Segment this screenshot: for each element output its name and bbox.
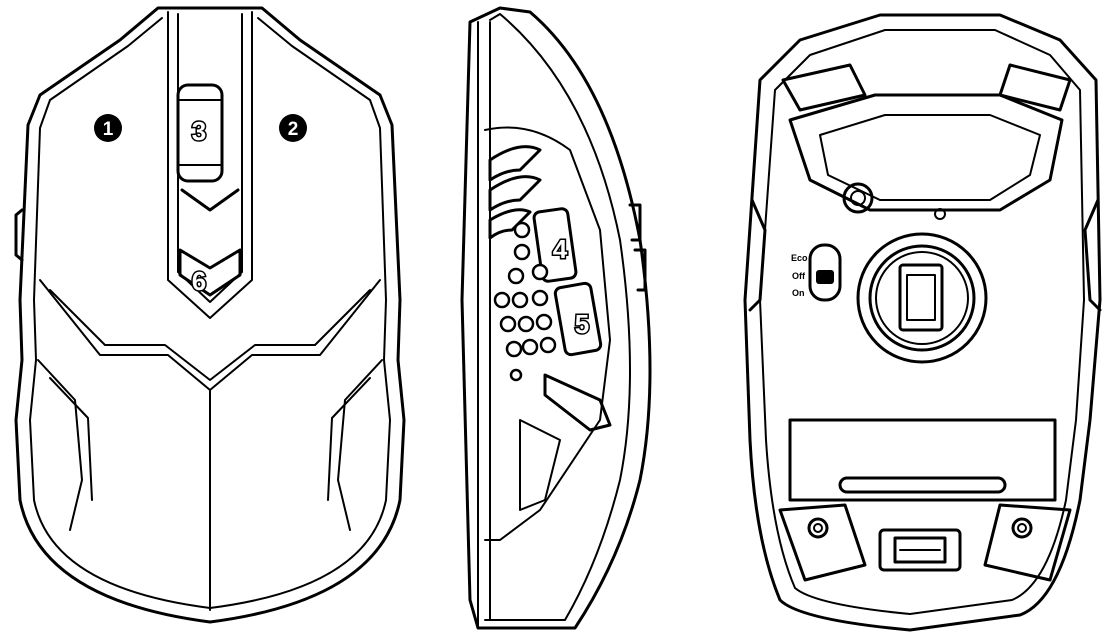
side-bump <box>628 203 642 242</box>
vent-hole <box>507 267 525 285</box>
vent-hole <box>535 313 553 331</box>
top-outline <box>14 6 406 624</box>
side-button-4 <box>532 207 578 283</box>
vent-hole <box>521 338 539 356</box>
grip-slot <box>488 208 532 240</box>
screw <box>807 517 829 539</box>
right-wing-inner <box>327 377 371 501</box>
switch-label-eco: Eco <box>791 253 808 263</box>
dongle-slot-inner <box>893 536 947 564</box>
switch-label-off: Off <box>792 271 806 281</box>
switch-label-on: On <box>792 288 805 298</box>
vent-hole <box>513 243 531 261</box>
top-view: 1 2 3 6 <box>14 6 406 624</box>
bottom-inner-outline <box>759 29 1085 615</box>
battery-bay <box>788 93 1064 212</box>
thumb-rest <box>543 373 612 432</box>
screw-hole <box>842 182 874 214</box>
chevron-upper <box>180 188 240 212</box>
sensor-ring <box>856 232 988 364</box>
center-channel <box>167 11 253 319</box>
grip-slot <box>488 145 542 182</box>
bottom-view: Eco Off On <box>743 13 1102 632</box>
sensor-ring-inner <box>868 244 976 352</box>
callout-1: 1 <box>103 119 114 140</box>
side-outline <box>460 6 652 630</box>
side-button-edge <box>14 208 24 262</box>
side-bump <box>633 248 647 292</box>
screw-inner <box>813 523 823 533</box>
sensor-lens <box>898 263 944 332</box>
side-view: 4 5 <box>460 6 652 630</box>
side-lower-panel <box>519 419 561 511</box>
side-panel <box>484 126 611 541</box>
sensor-lens-inner <box>906 274 936 321</box>
vent-hole <box>509 368 523 382</box>
callout-2-marker <box>279 114 307 142</box>
callout-1-marker <box>94 114 122 142</box>
callout-2: 2 <box>288 119 299 140</box>
top-left-foot <box>781 63 867 112</box>
side-inner-outline <box>484 13 631 621</box>
bottom-left-foot <box>778 503 867 582</box>
vent-hole <box>517 315 535 333</box>
screw-inner <box>1017 523 1027 533</box>
power-switch <box>808 243 842 302</box>
grip-slot <box>488 175 542 212</box>
vent-hole <box>493 291 511 309</box>
vent-hole <box>505 340 523 358</box>
callout-5: 5 <box>575 309 589 339</box>
indicator-hole <box>934 208 946 220</box>
vent-hole <box>539 336 557 354</box>
screw-hole-inner <box>850 190 866 206</box>
vent-hole <box>511 291 529 309</box>
bottom-outline <box>743 13 1102 632</box>
body-contour <box>39 279 381 391</box>
scroll-wheel <box>176 83 224 183</box>
sensor-ring-core <box>875 251 969 345</box>
dpi-button-6 <box>178 248 242 297</box>
body-contour-inner <box>49 289 371 381</box>
callout-3: 3 <box>192 116 206 146</box>
callout-6: 6 <box>192 266 206 296</box>
side-button-5 <box>553 281 603 357</box>
vent-hole <box>531 289 549 307</box>
left-grip <box>748 198 767 312</box>
screw <box>1011 517 1033 539</box>
bottom-right-foot <box>983 503 1072 582</box>
label-plate <box>788 418 1057 502</box>
right-grip <box>1083 198 1102 312</box>
dongle-slot <box>878 528 962 572</box>
vent-hole <box>499 315 517 333</box>
right-wing <box>337 359 383 531</box>
top-right-foot <box>998 63 1072 112</box>
left-wing-inner <box>49 377 93 501</box>
vent-hole <box>531 263 549 281</box>
vent-hole <box>513 221 531 239</box>
label-slot <box>838 476 1007 494</box>
battery-bay-inner <box>819 114 1041 201</box>
left-wing <box>37 359 83 531</box>
callout-4: 4 <box>553 234 568 264</box>
center-channel-inner <box>177 13 243 303</box>
power-switch-knob <box>816 270 834 284</box>
